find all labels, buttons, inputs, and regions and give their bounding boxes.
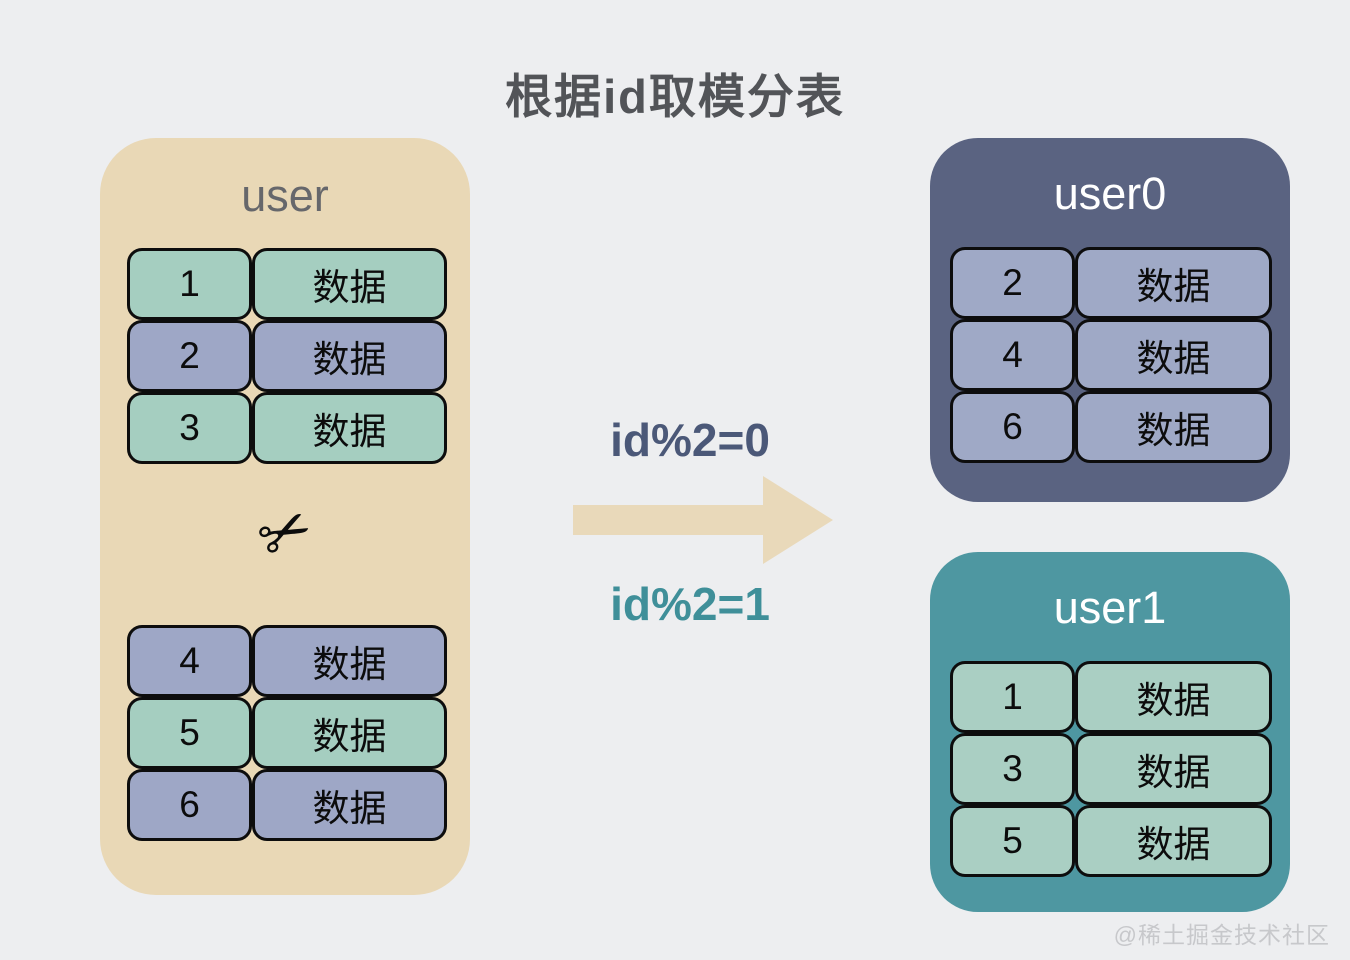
table-row: 2 数据	[950, 247, 1272, 319]
scissors-icon: ✂	[245, 488, 325, 577]
row-id-cell: 6	[127, 769, 252, 841]
watermark: @稀土掘金技术社区	[1113, 922, 1330, 948]
shard1-rows: 1 数据 3 数据 5 数据	[930, 661, 1290, 877]
row-value-cell: 数据	[1075, 391, 1272, 463]
row-value-cell: 数据	[1075, 319, 1272, 391]
source-rows-top: 1 数据 2 数据 3 数据	[100, 248, 470, 464]
row-id-cell: 4	[127, 625, 252, 697]
table-row: 4 数据	[127, 625, 447, 697]
shard0-name: user0	[1053, 168, 1167, 219]
row-value-cell: 数据	[1075, 805, 1272, 877]
table-row: 5 数据	[127, 697, 447, 769]
source-rows-bottom: 4 数据 5 数据 6 数据	[100, 625, 470, 841]
row-id-cell: 2	[127, 320, 252, 392]
table-row: 6 数据	[127, 769, 447, 841]
row-value-cell: 数据	[252, 392, 447, 464]
row-id-cell: 3	[127, 392, 252, 464]
shard0-rows: 2 数据 4 数据 6 数据	[930, 247, 1290, 463]
shard1-panel: user1 1 数据 3 数据 5 数据	[930, 552, 1290, 912]
source-table-panel: user 1 数据 2 数据 3 数据 ✂ 4 数据 5	[100, 138, 470, 895]
table-row: 2 数据	[127, 320, 447, 392]
row-id-cell: 4	[950, 319, 1075, 391]
source-table-name: user	[241, 170, 329, 221]
split-rule-even-label: id%2=0	[610, 414, 770, 466]
row-id-cell: 6	[950, 391, 1075, 463]
row-value-cell: 数据	[252, 320, 447, 392]
row-id-cell: 2	[950, 247, 1075, 319]
split-rule-odd-label: id%2=1	[610, 578, 770, 630]
scissors-icon-wrap: ✂	[100, 488, 470, 577]
table-row: 1 数据	[950, 661, 1272, 733]
row-value-cell: 数据	[252, 697, 447, 769]
row-value-cell: 数据	[1075, 247, 1272, 319]
row-id-cell: 1	[127, 248, 252, 320]
table-row: 6 数据	[950, 391, 1272, 463]
right-arrow-icon	[573, 476, 833, 564]
shard0-panel: user0 2 数据 4 数据 6 数据	[930, 138, 1290, 502]
diagram-title: 根据id取模分表	[505, 70, 845, 123]
row-id-cell: 5	[127, 697, 252, 769]
row-value-cell: 数据	[1075, 733, 1272, 805]
row-value-cell: 数据	[252, 769, 447, 841]
row-value-cell: 数据	[252, 248, 447, 320]
table-row: 5 数据	[950, 805, 1272, 877]
table-row: 3 数据	[127, 392, 447, 464]
row-value-cell: 数据	[252, 625, 447, 697]
table-row: 3 数据	[950, 733, 1272, 805]
row-id-cell: 1	[950, 661, 1075, 733]
table-row: 1 数据	[127, 248, 447, 320]
table-row: 4 数据	[950, 319, 1272, 391]
row-value-cell: 数据	[1075, 661, 1272, 733]
row-id-cell: 3	[950, 733, 1075, 805]
row-id-cell: 5	[950, 805, 1075, 877]
shard1-name: user1	[1053, 582, 1167, 633]
